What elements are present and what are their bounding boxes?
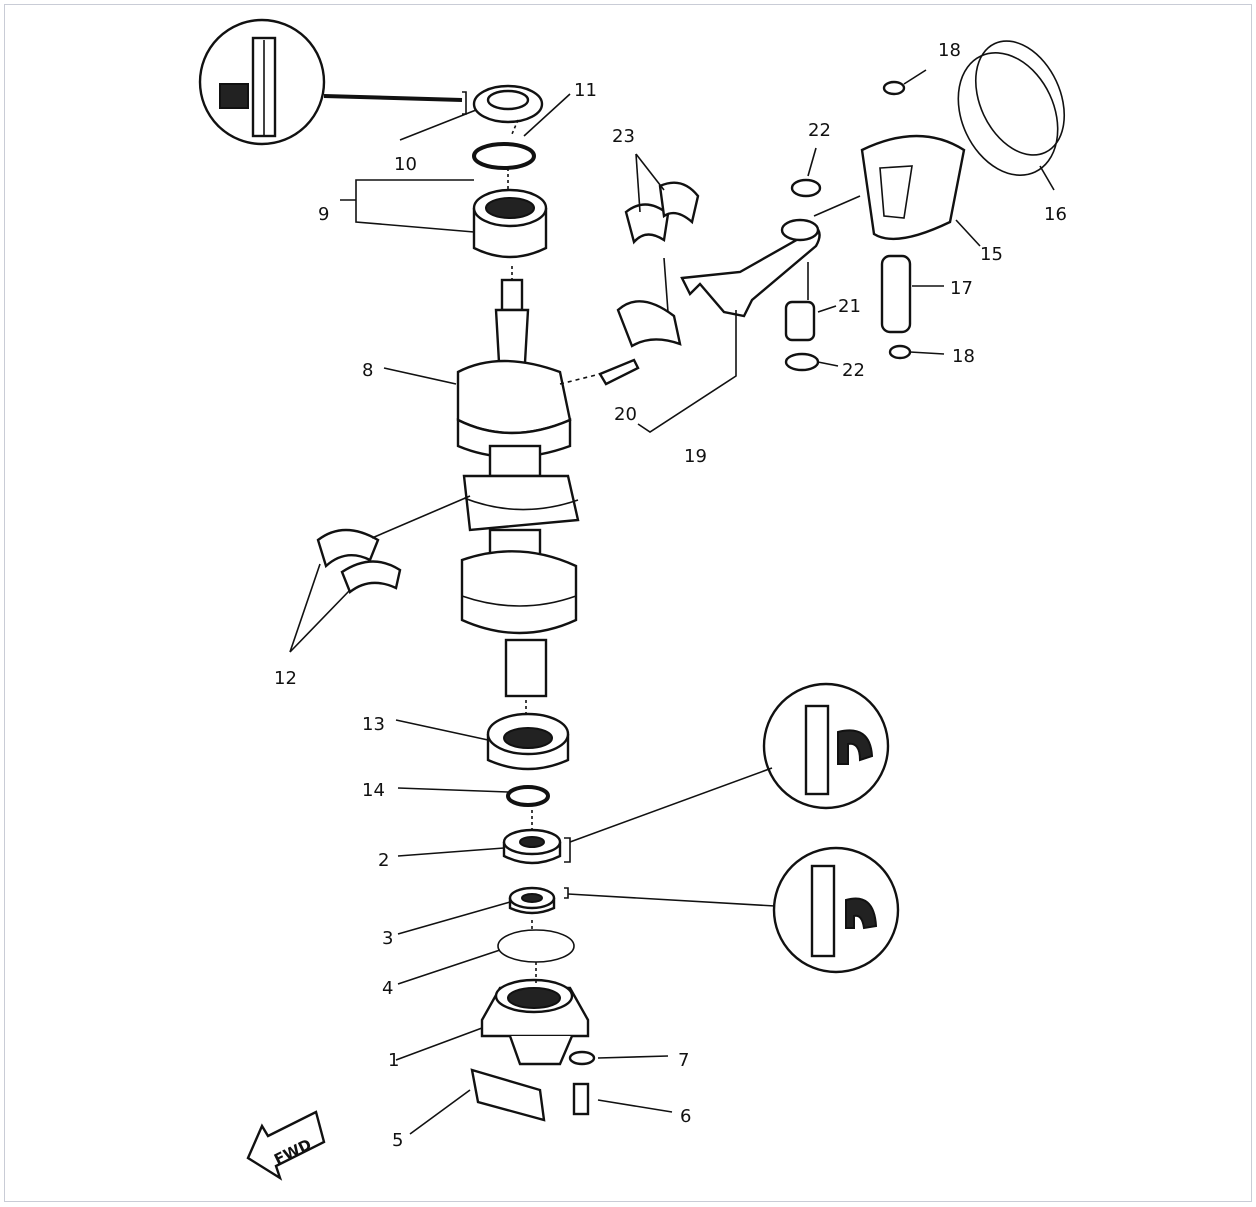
part-bolt-6 xyxy=(572,1082,590,1116)
part-piston xyxy=(860,134,966,240)
part-rod-bolt xyxy=(598,358,640,386)
part-piston-rings xyxy=(957,40,1066,176)
detail-circle-top xyxy=(198,18,463,146)
part-thrust-washer-top xyxy=(790,178,822,198)
callout-22-top: 22 xyxy=(808,120,831,141)
part-oil-seal-2 xyxy=(502,828,571,865)
detail-circle-low xyxy=(567,846,900,974)
part-o-ring-top xyxy=(472,142,536,170)
callout-labels: 1 2 3 4 5 6 7 8 9 10 11 12 13 14 15 16 1… xyxy=(274,40,1067,1151)
callout-12: 12 xyxy=(274,668,297,689)
part-bearing-top xyxy=(472,188,548,259)
callout-5: 5 xyxy=(392,1130,403,1151)
callout-20: 20 xyxy=(614,404,637,425)
part-piston-pin-clip-bottom xyxy=(888,344,912,360)
part-oil-seal-3 xyxy=(508,886,569,915)
part-washer-7 xyxy=(568,1050,596,1066)
callout-13: 13 xyxy=(362,714,385,735)
callout-10: 10 xyxy=(394,154,417,175)
part-piston-pin-clip-top xyxy=(882,80,906,96)
callout-9: 9 xyxy=(318,204,329,225)
part-circlip xyxy=(506,785,550,807)
part-bearing-lower xyxy=(486,712,570,771)
callout-21: 21 xyxy=(838,296,861,317)
part-5-bracket xyxy=(470,1068,546,1122)
callout-18-bottom: 18 xyxy=(952,346,975,367)
callout-17: 17 xyxy=(950,278,973,299)
callout-16: 16 xyxy=(1044,204,1067,225)
part-piston-pin xyxy=(880,254,912,334)
callout-23: 23 xyxy=(612,126,635,147)
callout-2: 2 xyxy=(378,850,389,871)
fwd-arrow: FWD xyxy=(246,1110,326,1181)
part-bearing-halves xyxy=(289,495,471,653)
part-o-ring-4 xyxy=(497,929,575,963)
callout-15: 15 xyxy=(980,244,1003,265)
callout-18-top: 18 xyxy=(938,40,961,61)
callout-8: 8 xyxy=(362,360,373,381)
callout-22-bottom: 22 xyxy=(842,360,865,381)
callout-14: 14 xyxy=(362,780,385,801)
leader-lines xyxy=(340,69,1055,1135)
part-thrust-washer-bottom xyxy=(784,352,820,372)
callout-3: 3 xyxy=(382,928,393,949)
part-needle-bearing xyxy=(784,300,816,342)
detail-circle-mid xyxy=(569,682,890,843)
callout-4: 4 xyxy=(382,978,393,999)
part-connecting-rod xyxy=(680,218,821,318)
part-lower-housing xyxy=(480,978,590,1066)
callout-6: 6 xyxy=(680,1106,691,1127)
callout-1: 1 xyxy=(388,1050,399,1071)
part-oil-seal-top xyxy=(462,84,544,124)
callout-11: 11 xyxy=(574,80,597,101)
callout-19: 19 xyxy=(684,446,707,467)
part-crankshaft xyxy=(456,278,580,698)
callout-7: 7 xyxy=(678,1050,689,1071)
part-rod-cap xyxy=(616,300,682,348)
diagram-frame xyxy=(4,4,1252,1202)
part-rod-bearing-halves xyxy=(624,181,700,245)
